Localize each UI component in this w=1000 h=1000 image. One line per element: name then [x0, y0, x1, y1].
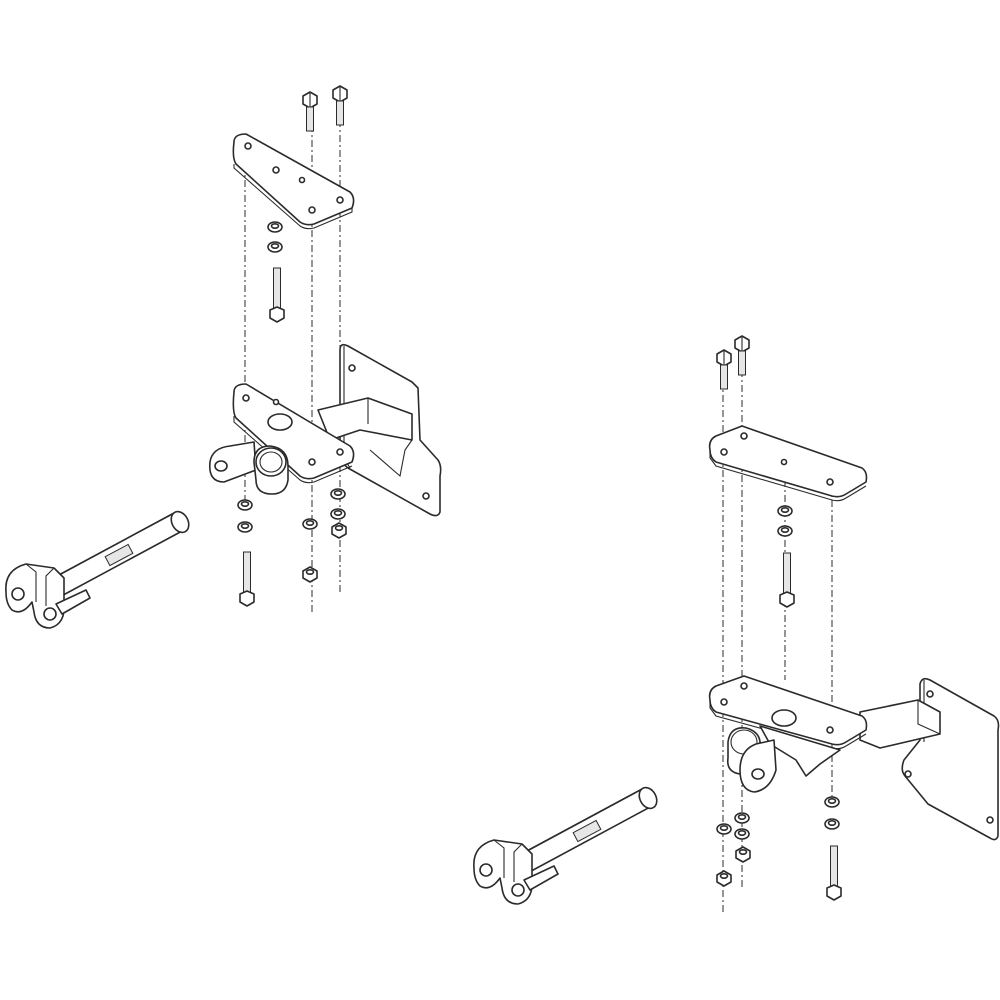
top-plate-icon [708, 425, 868, 498]
bolt-icon [302, 91, 318, 132]
right-assembly [473, 335, 1000, 915]
bolt-icon [332, 85, 348, 126]
nut-icon [302, 566, 318, 583]
tab-icon [739, 739, 777, 793]
bolt-icon [734, 335, 750, 376]
lock-washer-icon [330, 508, 346, 520]
nut-icon [735, 846, 751, 863]
lock-washer-icon [824, 818, 840, 830]
bolt-icon [716, 349, 732, 390]
lock-washer-icon [777, 525, 793, 537]
washer-icon [267, 221, 283, 233]
washer-icon [237, 499, 253, 511]
washer-icon [734, 812, 750, 824]
bolt-icon [779, 552, 795, 608]
lock-washer-icon [734, 828, 750, 840]
nut-icon [716, 870, 732, 887]
lock-washer-icon [267, 241, 283, 253]
washer-icon [716, 823, 732, 835]
hitch-pin-clevis-icon [473, 783, 662, 905]
top-plate-icon [232, 133, 355, 230]
lock-washer-icon [237, 521, 253, 533]
washer-icon [302, 518, 318, 530]
bolt-icon [826, 845, 842, 901]
base-plate-icon [232, 383, 355, 480]
left-assembly [5, 85, 442, 629]
hitch-pin-clevis-icon [5, 507, 194, 629]
washer-icon [824, 796, 840, 808]
bolt-icon [239, 551, 255, 607]
bolt-icon [269, 267, 285, 323]
washer-icon [330, 488, 346, 500]
washer-icon [777, 505, 793, 517]
nut-icon [331, 522, 347, 539]
